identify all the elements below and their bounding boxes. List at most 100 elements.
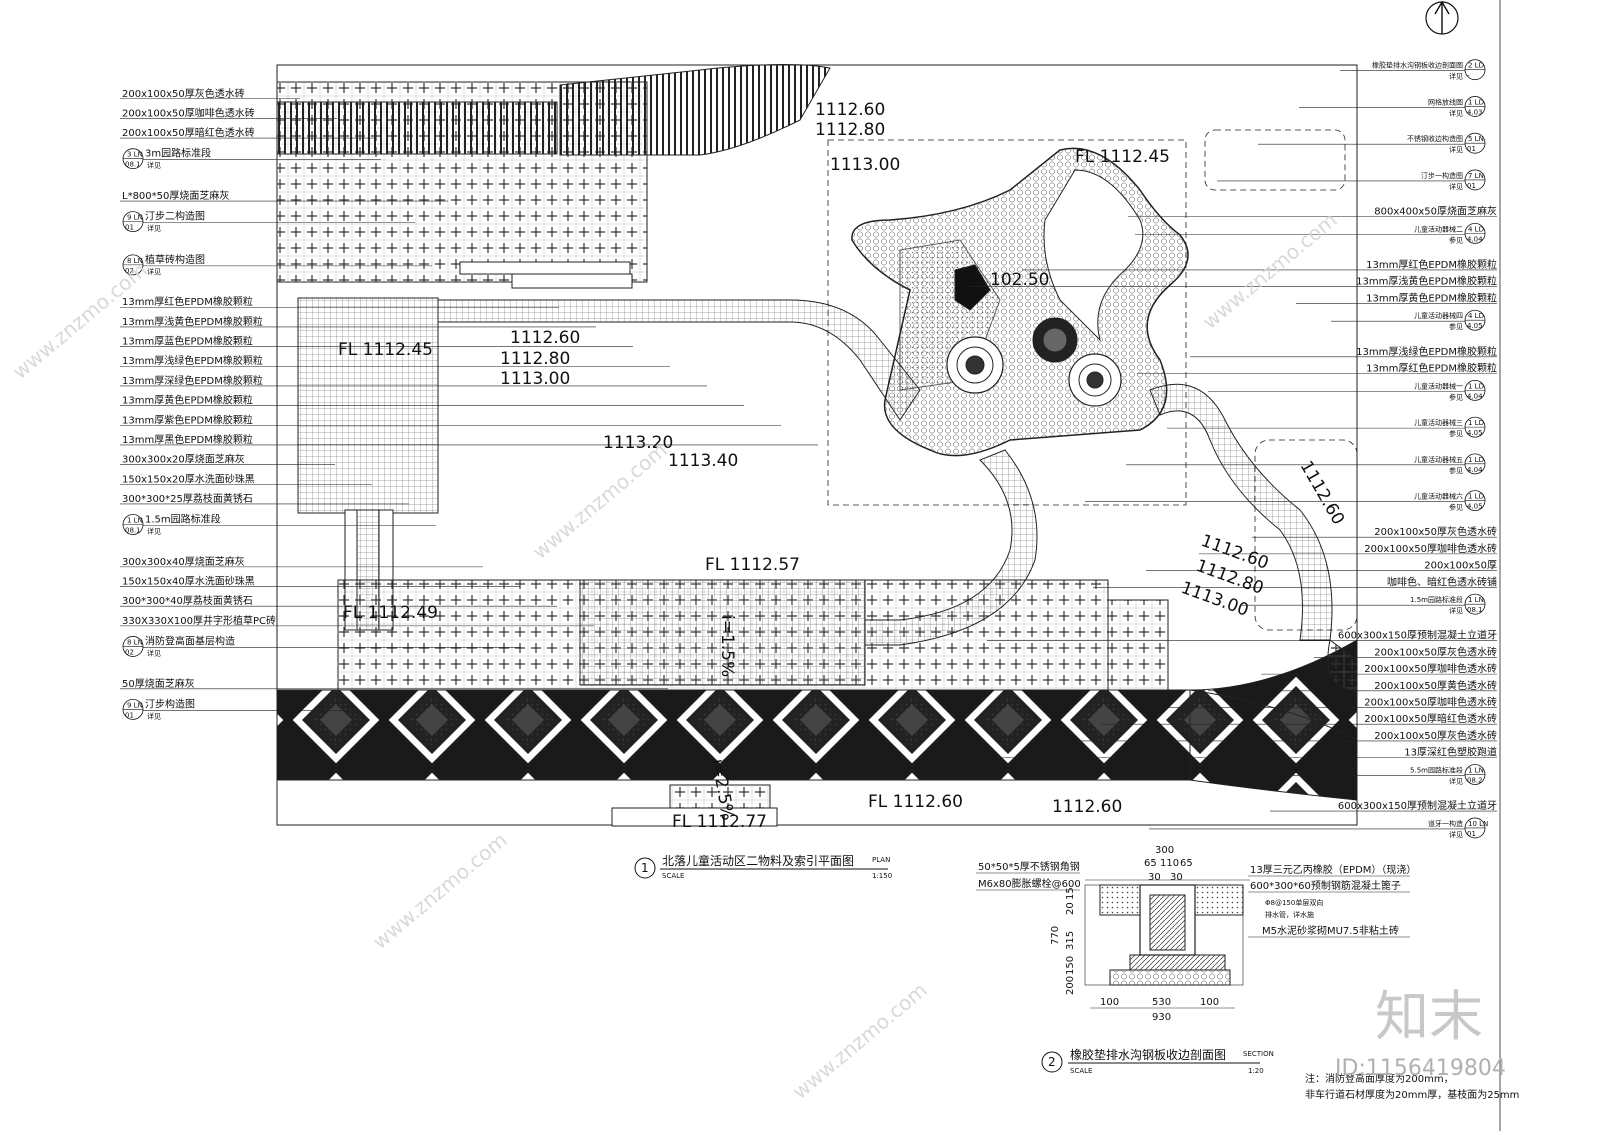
- watermark-url: www.znzmo.com: [788, 978, 932, 1104]
- callout-sub: 参见: [1449, 429, 1463, 438]
- reference-sheet: -: [1467, 72, 1470, 80]
- section-detail: [1084, 879, 1250, 986]
- plan-title-number: 1: [641, 861, 649, 875]
- reference-sheet: 08.1: [1467, 606, 1483, 614]
- material-callout: 200x100x50厚暗红色透水砖: [1364, 712, 1497, 725]
- callout-text: 200x100x50厚咖啡色透水砖: [122, 106, 255, 119]
- callout-text: 13mm厚黄色EPDM橡胶颗粒: [122, 394, 253, 407]
- callout-sub: 参见: [1449, 235, 1463, 244]
- section-title-number: 2: [1048, 1055, 1056, 1069]
- callout-text: 13mm厚红色EPDM橡胶颗粒: [122, 295, 253, 308]
- callout-sub: 详见: [1449, 145, 1463, 154]
- material-callout: 13mm厚红色EPDM橡胶颗粒: [1366, 258, 1497, 271]
- slope-label: i=1.5%: [717, 615, 737, 677]
- right-leader-lines: [969, 70, 1497, 830]
- reference-number: 1 LN: [127, 517, 143, 525]
- material-callout: 13mm厚浅黄色EPDM橡胶颗粒: [122, 315, 263, 328]
- section-dim: 200: [1065, 976, 1076, 995]
- callout-text: 3m园路标准段: [145, 147, 211, 160]
- callout-text: L*800*50厚烧面芝麻灰: [122, 189, 229, 202]
- callout-text: 儿童活动器械二: [1414, 224, 1463, 233]
- north-arrow-icon: [1425, 0, 1459, 35]
- reference-number: 1 LN: [1468, 767, 1484, 775]
- left-leader-lines: [120, 98, 818, 711]
- reference-sheet: 4.05: [1467, 322, 1483, 330]
- section-texts: 50*50*5厚不锈钢角钢 M6x80膨胀螺栓@600 13厚三元乙丙橡胶（EP…: [976, 845, 1416, 1075]
- callout-text: 13厚深红色塑胶跑道: [1404, 746, 1497, 759]
- section-dim: 530: [1152, 997, 1171, 1008]
- material-callout: L*800*50厚烧面芝麻灰: [122, 189, 229, 202]
- section-dim: 30: [1170, 872, 1183, 883]
- callout-sub: 详见: [147, 224, 161, 233]
- callout-sub: 参见: [1449, 466, 1463, 475]
- note-line: 非车行道石材厚度为20mm厚，基枝面为25mm: [1305, 1088, 1519, 1101]
- section-title: 橡胶垫排水沟钢板收边剖面图: [1070, 1047, 1226, 1062]
- reference-number: 1 LD: [1468, 456, 1484, 464]
- elevation-label: FL 1112.77: [672, 812, 767, 832]
- watermark-id: ID:1156419804: [1335, 1056, 1506, 1081]
- plan-tag: PLAN: [872, 856, 890, 864]
- section-dim: 770: [1050, 926, 1061, 945]
- winding-path: [864, 383, 1358, 691]
- plan-scale: 1:150: [872, 872, 892, 880]
- watermark-url: www.znzmo.com: [368, 828, 512, 954]
- reference-number: 5 LN: [1468, 135, 1484, 143]
- callout-text: 200x100x50厚咖啡色透水砖: [1364, 542, 1497, 555]
- callout-text: 200x100x50厚灰色透水砖: [1374, 525, 1497, 538]
- elevation-label: 1113.40: [668, 451, 738, 471]
- reference-number: 9 LN: [127, 701, 143, 709]
- watermark-url: www.znzmo.com: [528, 438, 672, 564]
- callout-text: 1.5m园路标准段: [1410, 595, 1463, 604]
- callout-text: 1.5m园路标准段: [145, 513, 221, 526]
- elevation-label: 1113.00: [830, 155, 900, 175]
- callout-text: 汀步构造图: [145, 697, 195, 710]
- section-note-left: 50*50*5厚不锈钢角钢: [978, 860, 1080, 873]
- callout-text: 200x100x50厚: [1424, 560, 1497, 572]
- reference-sheet: 4.04: [1467, 466, 1483, 474]
- callout-text: 200x100x50厚咖啡色透水砖: [1364, 662, 1497, 675]
- elevation-label: FL 1112.57: [705, 555, 800, 575]
- reference-sheet: 4.05: [1467, 429, 1483, 437]
- material-callout: 13mm厚黄色EPDM橡胶颗粒: [1366, 291, 1497, 304]
- callout-sub: 详见: [1449, 606, 1463, 615]
- material-callout: 200x100x50厚黄色透水砖: [1374, 679, 1497, 692]
- material-callout: 300*300*40厚荔枝面黄锈石: [122, 594, 253, 607]
- reference-number: 4 LD: [1468, 225, 1484, 233]
- section-dim: 100: [1200, 997, 1219, 1008]
- reference-sheet: 02: [125, 648, 134, 656]
- callout-text: 50厚烧面芝麻灰: [122, 677, 195, 690]
- callout-text: 咖啡色、暗红色透水砖铺: [1387, 575, 1497, 588]
- callout-text: 800x400x50厚烧面芝麻灰: [1374, 205, 1497, 218]
- reference-sheet: 08.1: [125, 161, 141, 169]
- reference-number: 8 LN: [127, 638, 143, 646]
- elevation-label: 1112.60: [1052, 797, 1122, 817]
- material-callout: 200x100x50厚灰色透水砖: [122, 87, 245, 100]
- material-callout: 13mm厚红色EPDM橡胶颗粒: [1366, 361, 1497, 374]
- material-callout: 13mm厚紫色EPDM橡胶颗粒: [122, 413, 253, 426]
- reference-sheet: 4.05: [1467, 503, 1483, 511]
- reference-number: 1 LD: [1468, 98, 1484, 106]
- callout-text: 200x100x50厚咖啡色透水砖: [1364, 696, 1497, 709]
- material-callout: 200x100x50厚灰色透水砖: [1374, 525, 1497, 538]
- elevation-label: 1112.60: [510, 328, 580, 348]
- reference-number: 10 LN: [1468, 820, 1488, 828]
- material-callout: 13mm厚黄色EPDM橡胶颗粒: [122, 394, 253, 407]
- material-callout: 300x300x40厚烧面芝麻灰: [122, 555, 245, 568]
- material-callout: 150x150x20厚水洗面砂珠黑: [122, 472, 255, 485]
- material-callout: 200x100x50厚咖啡色透水砖: [1364, 662, 1497, 675]
- section-dim: 65: [1144, 858, 1157, 869]
- callout-sub: 详见: [1449, 72, 1463, 81]
- callout-text: 300*300*25厚荔枝面黄锈石: [122, 492, 253, 505]
- callout-text: 网格放线图: [1428, 97, 1463, 106]
- note-line: 注：消防登高面厚度为200mm，: [1305, 1072, 1454, 1085]
